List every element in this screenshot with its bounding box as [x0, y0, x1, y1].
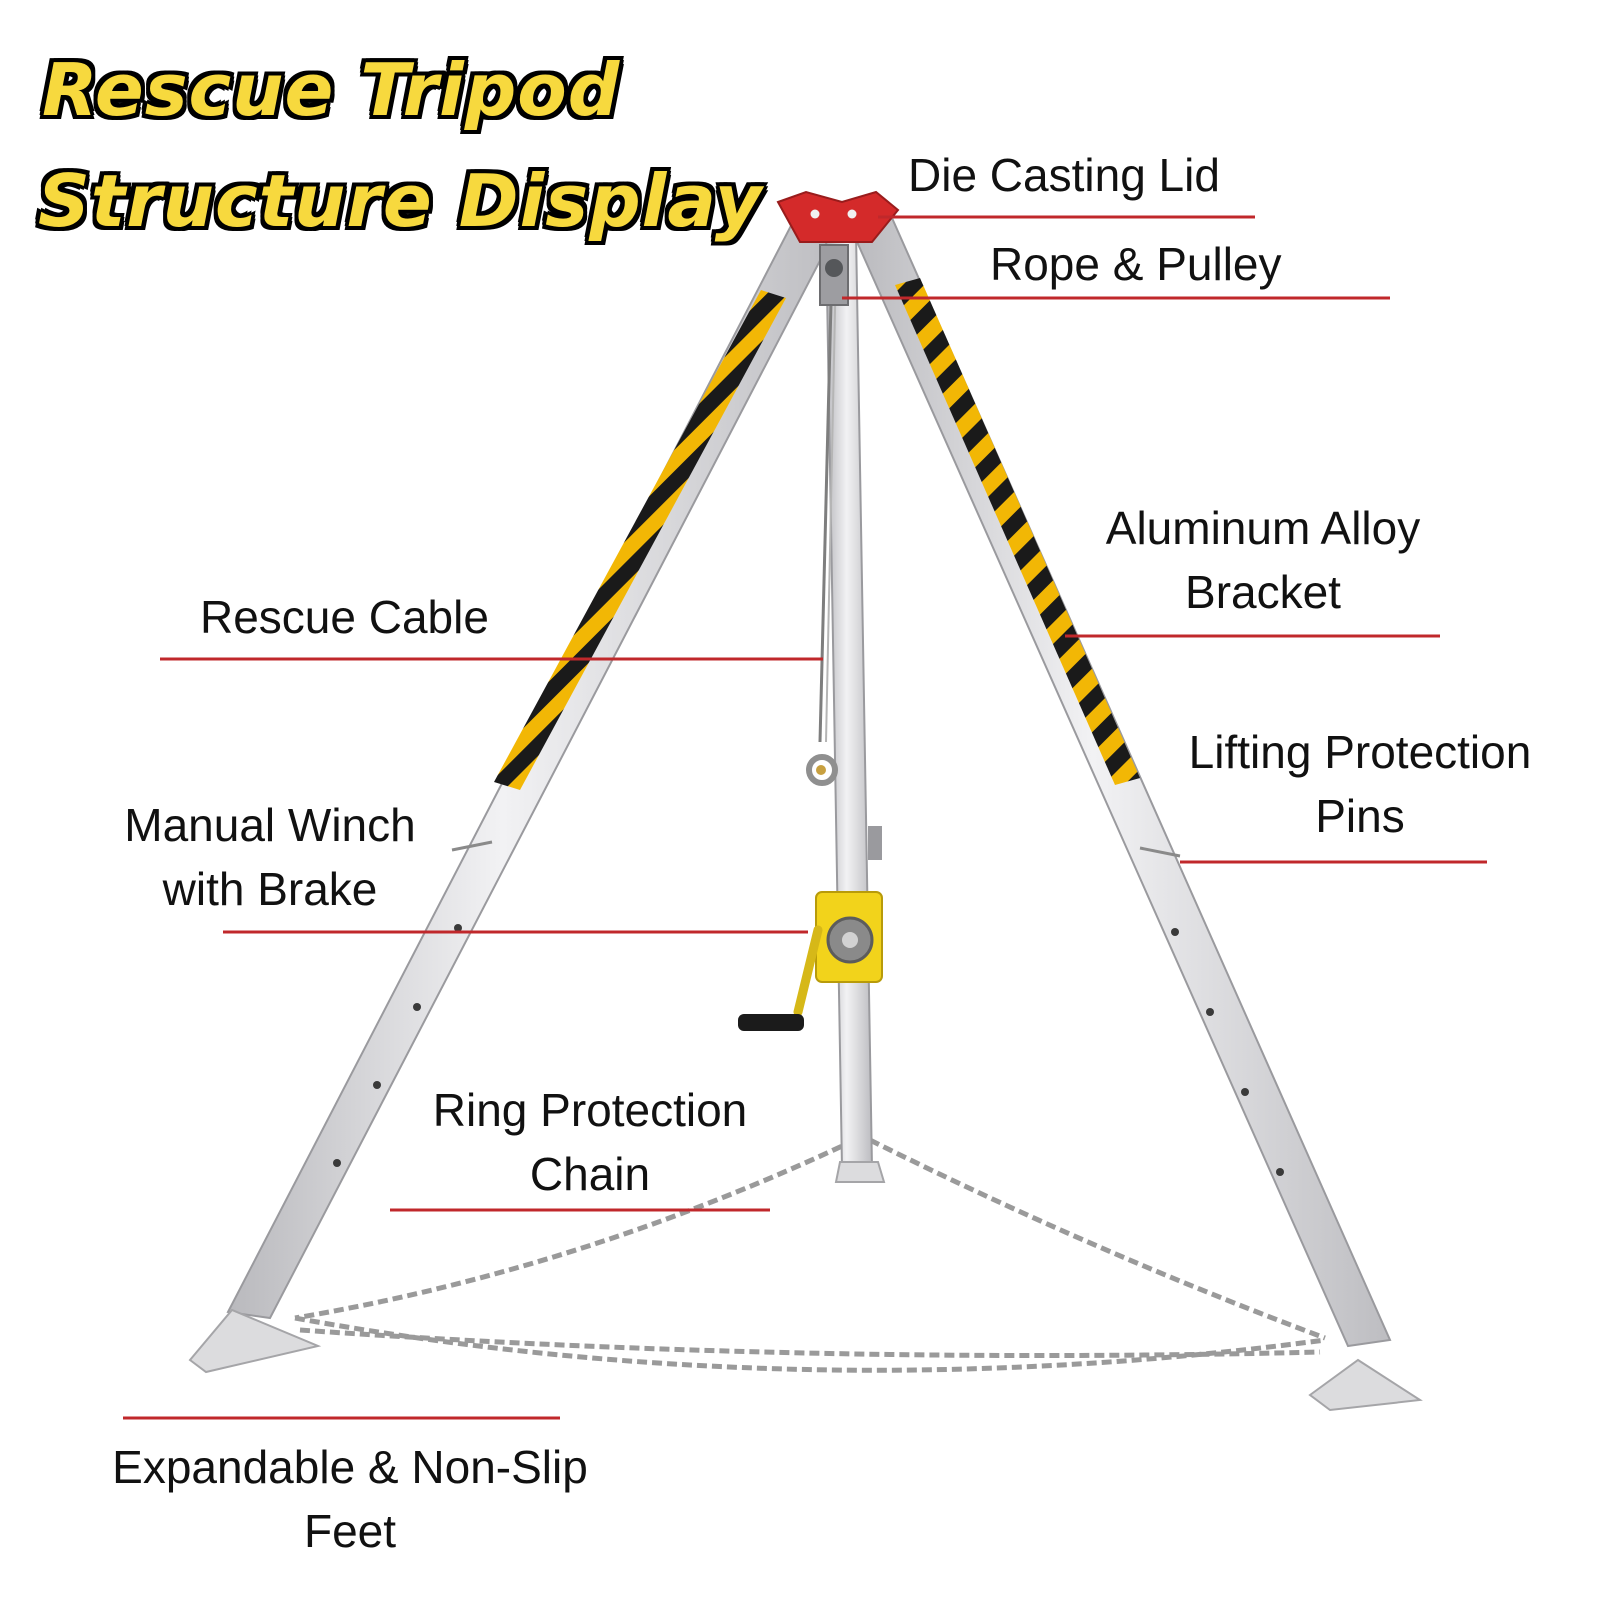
die-casting-lid — [776, 190, 900, 243]
label-lifting-protection-pins: Lifting Protection Pins — [1188, 726, 1532, 842]
label-ring-protection-chain: Ring Protection Chain — [432, 1084, 748, 1200]
title-line-1: Rescue Tripod — [42, 48, 621, 132]
manual-winch — [738, 826, 883, 1031]
label-manual-winch: Manual Winch with Brake — [124, 799, 416, 915]
label-die-casting-lid: Die Casting Lid — [908, 149, 1220, 201]
rope-pulley — [819, 244, 849, 306]
non-slip-feet — [188, 1161, 1423, 1412]
label-rope-pulley: Rope & Pulley — [990, 238, 1282, 290]
rescue-cable — [806, 261, 838, 786]
leader-lines — [123, 215, 1487, 1420]
label-rescue-cable: Rescue Cable — [200, 591, 489, 643]
label-non-slip-feet: Expandable & Non-Slip Feet — [112, 1441, 588, 1557]
title-line-2: Structure Display — [38, 159, 763, 243]
ring-protection-chain — [294, 1137, 1326, 1373]
label-aluminum-alloy-bracket: Aluminum Alloy Bracket — [1105, 502, 1421, 618]
